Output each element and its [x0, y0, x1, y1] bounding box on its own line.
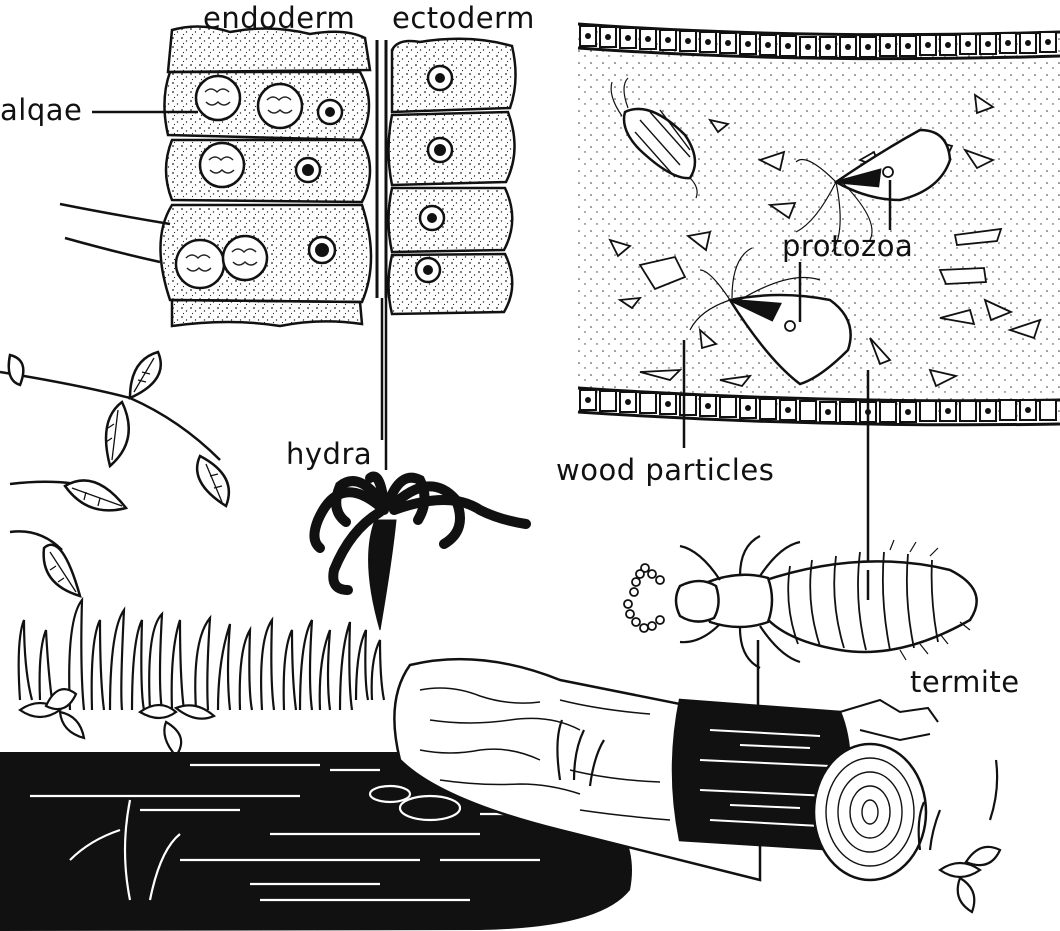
log-splinters [840, 700, 938, 740]
label-wood-particles: wood particles [556, 456, 774, 485]
label-hydra: hydra [286, 440, 372, 469]
ectoderm-cell [392, 39, 516, 112]
leaf-icons [9, 352, 229, 596]
label-endoderm: endoderm [203, 4, 355, 33]
mesoglea [377, 40, 386, 298]
flagella [60, 204, 170, 262]
endoderm-cell [166, 140, 370, 202]
gut-section [578, 24, 1060, 600]
label-termite: termite [910, 668, 1020, 697]
right-plant [940, 760, 1000, 912]
endoderm-bottom-tissue [172, 300, 362, 326]
termite [624, 536, 977, 668]
termite-antennae [624, 564, 664, 632]
log-end [814, 744, 926, 880]
label-ectoderm: ectoderm [392, 4, 535, 33]
ectoderm-cell [389, 254, 513, 314]
small-plants [20, 689, 214, 756]
ectoderm-cell [389, 188, 513, 252]
label-algae: alqae [0, 96, 82, 125]
hydra-body [314, 476, 526, 630]
label-protozoa: protozoa [782, 232, 913, 261]
